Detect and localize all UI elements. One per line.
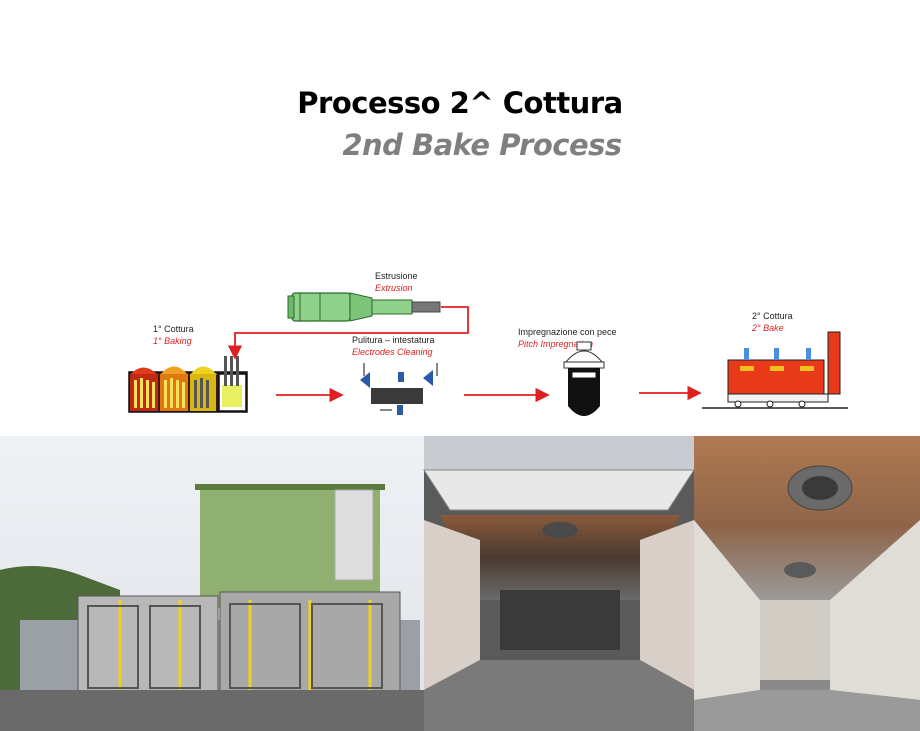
impregnation-vessel-icon bbox=[563, 341, 605, 416]
extrusion-press-icon bbox=[287, 292, 441, 322]
second-bake-furnace-icon bbox=[702, 331, 848, 409]
furnace-interior-photo bbox=[423, 436, 695, 731]
page-subtitle: 2nd Bake Process bbox=[342, 128, 622, 162]
cleaning-label-it: Pulitura – intestatura bbox=[352, 335, 435, 345]
page-title: Processo 2^ Cottura bbox=[297, 86, 623, 120]
extrusion-label-en: Extrusion bbox=[375, 283, 413, 293]
furnace-interior-closeup-photo bbox=[694, 436, 920, 731]
first-bake-label: 1° Cottura 1° Baking bbox=[153, 323, 194, 347]
first-bake-label-en: 1° Baking bbox=[153, 336, 192, 346]
second-bake-label-it: 2° Cottura bbox=[752, 311, 793, 321]
second-bake-label: 2° Cottura 2° Bake bbox=[752, 310, 793, 334]
first-bake-furnace-icon bbox=[128, 356, 248, 413]
extrusion-label-it: Estrusione bbox=[375, 271, 418, 281]
flow-arrow-extrusion-to-bake bbox=[227, 306, 469, 360]
extrusion-label: Estrusione Extrusion bbox=[375, 270, 418, 294]
baking-plant-exterior-photo bbox=[0, 436, 424, 731]
impregnation-label-en: Pitch Impregnation bbox=[518, 339, 594, 349]
impregnation-label-it: Impregnazione con pece bbox=[518, 327, 617, 337]
cleaning-machine-icon bbox=[360, 363, 438, 415]
impregnation-label: Impregnazione con pece Pitch Impregnatio… bbox=[518, 326, 617, 350]
cleaning-label-en: Electrodes Cleaning bbox=[352, 347, 433, 357]
first-bake-label-it: 1° Cottura bbox=[153, 324, 194, 334]
cleaning-label: Pulitura – intestatura Electrodes Cleani… bbox=[352, 334, 435, 358]
second-bake-label-en: 2° Bake bbox=[752, 323, 784, 333]
